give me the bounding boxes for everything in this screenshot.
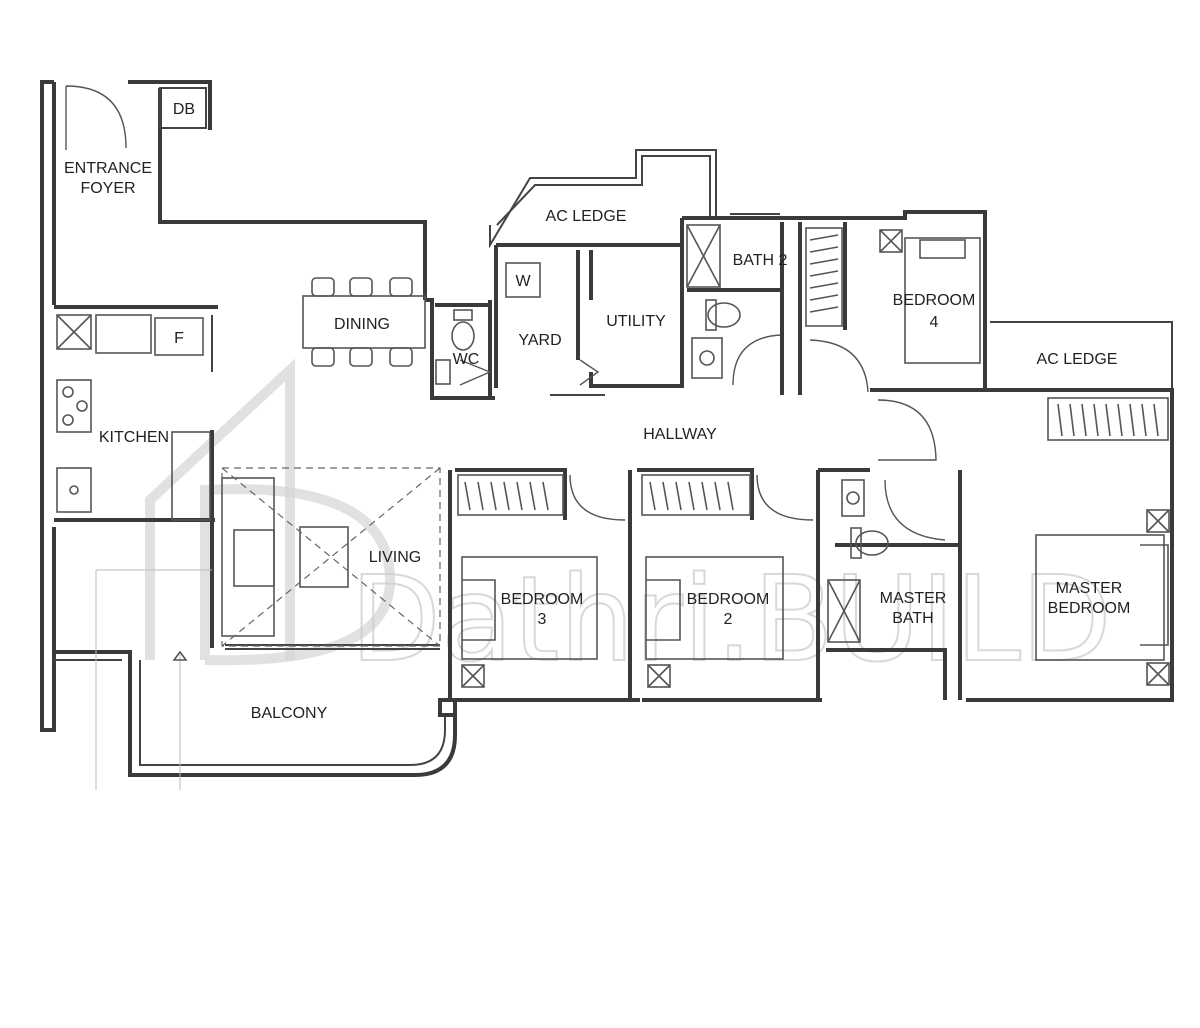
bed-3 [461, 556, 598, 660]
label-master-bedroom-2: BEDROOM [1048, 600, 1131, 617]
doors [65, 85, 946, 541]
label-yard: YARD [518, 332, 561, 349]
label-ac-ledge-right: AC LEDGE [1037, 351, 1118, 368]
wardrobe-4 [805, 227, 843, 327]
label-bedroom-2-2: 2 [724, 611, 733, 628]
master-bed [1035, 534, 1165, 661]
label-hallway: HALLWAY [643, 426, 717, 443]
bed-2 [645, 556, 784, 660]
label-fridge: F [174, 330, 184, 347]
label-entrance-foyer-1: ENTRANCE [64, 160, 152, 177]
label-balcony: BALCONY [251, 705, 328, 722]
label-bedroom-3-1: BEDROOM [501, 591, 584, 608]
label-db: DB [173, 101, 195, 118]
label-master-bedroom-1: MASTER [1056, 580, 1123, 597]
bed-4 [904, 237, 981, 364]
label-ac-ledge-top: AC LEDGE [546, 208, 627, 225]
label-entrance-foyer-2: FOYER [80, 180, 135, 197]
label-bedroom-3-2: 3 [538, 611, 547, 628]
label-bedroom-2-1: BEDROOM [687, 591, 770, 608]
label-wc: WC [453, 351, 480, 368]
label-dining: DINING [334, 316, 390, 333]
wardrobe-master [1047, 397, 1169, 441]
label-master-bath-1: MASTER [880, 590, 947, 607]
walls [40, 80, 1174, 777]
label-kitchen: KITCHEN [99, 429, 169, 446]
label-utility: UTILITY [606, 313, 666, 330]
fixtures [56, 224, 1170, 790]
coffee-table [299, 526, 349, 588]
label-bedroom-4-1: BEDROOM [893, 292, 976, 309]
labels: ENTRANCE FOYER DB AC LEDGE BATH 2 BEDROO… [64, 101, 1130, 722]
watermark-logo [145, 358, 396, 666]
sofa [221, 477, 275, 637]
label-living: LIVING [369, 549, 421, 566]
label-bath-2: BATH 2 [733, 252, 788, 269]
label-washer: W [515, 273, 531, 290]
label-bedroom-4-2: 4 [930, 314, 939, 331]
label-master-bath-2: BATH [892, 610, 933, 627]
